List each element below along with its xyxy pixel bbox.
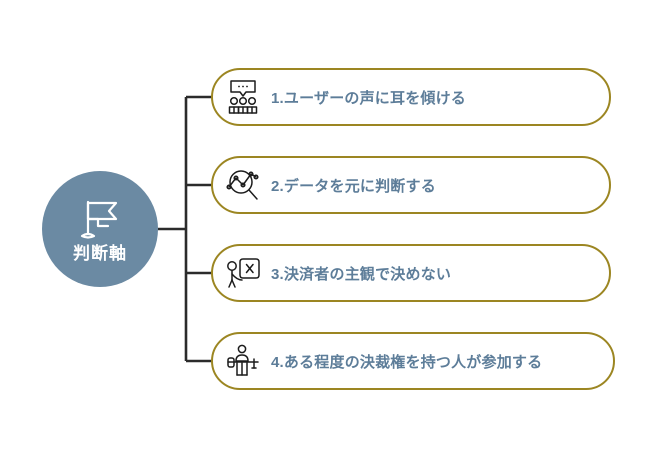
- hub-label: 判断軸: [73, 243, 127, 263]
- list-item[interactable]: 3.決済者の主観で決めない: [211, 244, 611, 302]
- list-item-label: 4.ある程度の決裁権を持つ人が参加する: [271, 353, 543, 371]
- hub-node[interactable]: 判断軸: [42, 171, 158, 287]
- list-item-label: 2.データを元に判断する: [271, 177, 436, 195]
- list-item-label: 1.ユーザーの声に耳を傾ける: [271, 89, 467, 107]
- magnifier-chart-icon: [226, 170, 259, 200]
- audience-speech-bubble-icon: [228, 80, 258, 114]
- flag-icon: [80, 200, 118, 239]
- list-item[interactable]: 1.ユーザーの声に耳を傾ける: [211, 68, 611, 126]
- person-speech-bubble-x-icon: [227, 258, 260, 288]
- person-at-desk-icon: [227, 344, 259, 376]
- list-item[interactable]: 4.ある程度の決裁権を持つ人が参加する: [211, 332, 615, 390]
- list-item-label: 3.決済者の主観で決めない: [271, 265, 452, 283]
- list-item[interactable]: 2.データを元に判断する: [211, 156, 611, 214]
